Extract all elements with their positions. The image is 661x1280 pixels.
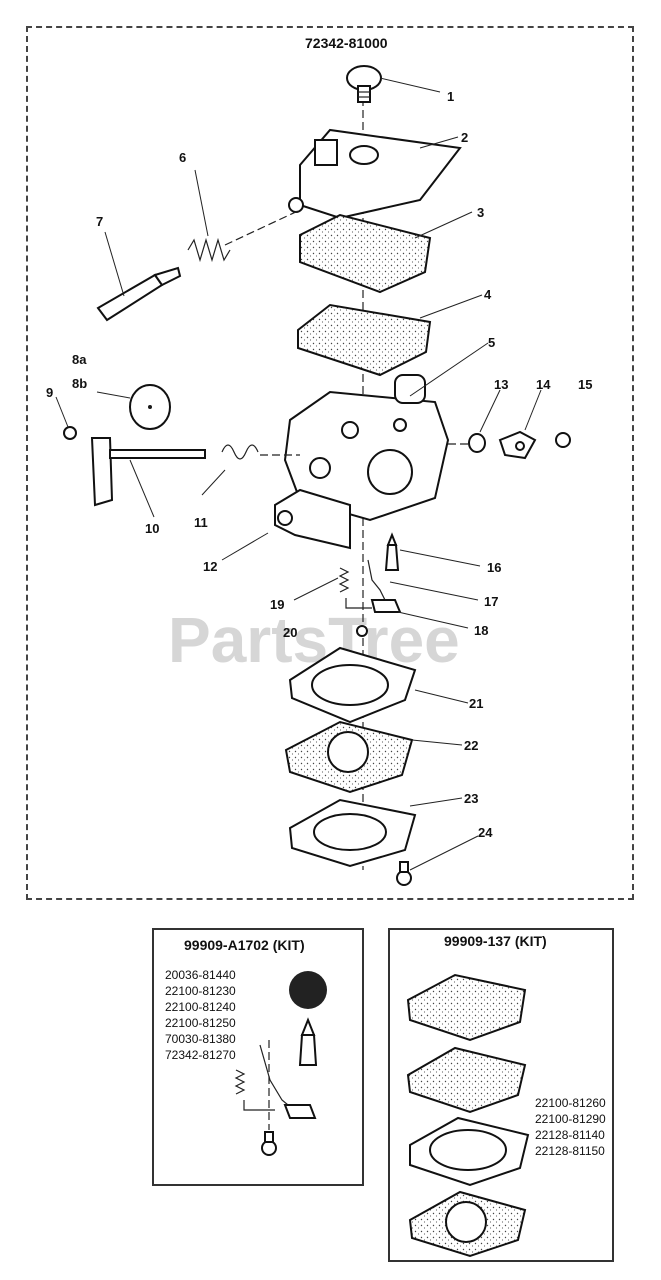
callout-13: 13: [494, 377, 508, 392]
callout-23: 23: [464, 791, 478, 806]
part-19-spring: [338, 567, 350, 593]
callout-5: 5: [488, 335, 495, 350]
part-4-diaphragm: [297, 303, 432, 377]
kit-2-part-list: 22100-81260 22100-81290 22128-81140 2212…: [535, 1096, 606, 1158]
part-7-needle-valve: [96, 266, 182, 322]
callout-6: 6: [179, 150, 186, 165]
part-24-screw: [396, 861, 412, 886]
part-9-nut: [63, 426, 77, 440]
main-assembly-frame: [26, 26, 634, 900]
callout-14: 14: [536, 377, 551, 392]
kit-1-illustration: [234, 1017, 318, 1156]
callout-7: 7: [96, 214, 103, 229]
kit-1-part: 72342-81270: [165, 1048, 236, 1062]
part-16-inlet-needle: [384, 532, 400, 571]
kit-1-frame: [152, 928, 364, 1186]
callout-9: 9: [46, 385, 53, 400]
kit-1-part: 70030-81380: [165, 1032, 236, 1046]
callout-3: 3: [477, 205, 484, 220]
kit-2-title: 99909-137 (KIT): [444, 933, 547, 949]
kit-1-part: 22100-81230: [165, 984, 236, 998]
callout-16: 16: [487, 560, 501, 575]
callout-10: 10: [145, 521, 159, 536]
kit-2-illustration: [406, 973, 530, 1258]
callout-20: 20: [283, 625, 297, 640]
callout-8b: 8b: [72, 376, 87, 391]
part-15-screw: [555, 432, 571, 448]
callout-17: 17: [484, 594, 498, 609]
callout-12: 12: [203, 559, 217, 574]
callout-11: 11: [194, 515, 208, 530]
kit-1-title: 99909-A1702 (KIT): [184, 937, 305, 953]
kit-2-frame: [388, 928, 614, 1262]
kit-1-part: 20036-81440: [165, 968, 236, 982]
kit-1-part-list: 20036-81440 22100-81230 22100-81240 2210…: [165, 968, 236, 1062]
part-11-return-spring: [221, 444, 259, 460]
callout-2: 2: [461, 130, 468, 145]
callout-24: 24: [478, 825, 493, 840]
kit-1-part: 22100-81240: [165, 1000, 236, 1014]
assembly-part-number: 72342-81000: [305, 35, 388, 51]
callout-8a: 8a: [72, 352, 87, 367]
part-17-inlet-lever: [367, 559, 402, 613]
callout-22: 22: [464, 738, 478, 753]
part-13-clip: [468, 433, 486, 453]
callout-1: 1: [447, 89, 454, 104]
callout-15: 15: [578, 377, 592, 392]
callout-19: 19: [270, 597, 284, 612]
callout-21: 21: [469, 696, 483, 711]
kit-1-part: 22100-81250: [165, 1016, 236, 1030]
part-12-fuel-inlet: [274, 488, 351, 550]
callout-labels: 1 2 3 4 5 6 7 8a 8b 9 10 11 12 13 14 15 …: [46, 89, 592, 840]
callout-4: 4: [484, 287, 492, 302]
kit-2-part: 22100-81260: [535, 1096, 606, 1110]
part-5-carburetor-body: [283, 374, 450, 522]
part-3-gasket: [299, 213, 432, 294]
kit-1-filter-screen: [289, 971, 327, 1009]
part-10-throttle-shaft: [90, 437, 206, 507]
kit-2-part: 22128-81150: [535, 1144, 605, 1158]
callout-18: 18: [474, 623, 488, 638]
part-6-spring: [187, 237, 231, 263]
part-1-screw: [346, 65, 382, 103]
kit-2-part: 22100-81290: [535, 1112, 606, 1126]
kit-2-part: 22128-81140: [535, 1128, 605, 1142]
part-20-screw: [356, 625, 368, 637]
part-2-pump-cover: [288, 128, 462, 220]
